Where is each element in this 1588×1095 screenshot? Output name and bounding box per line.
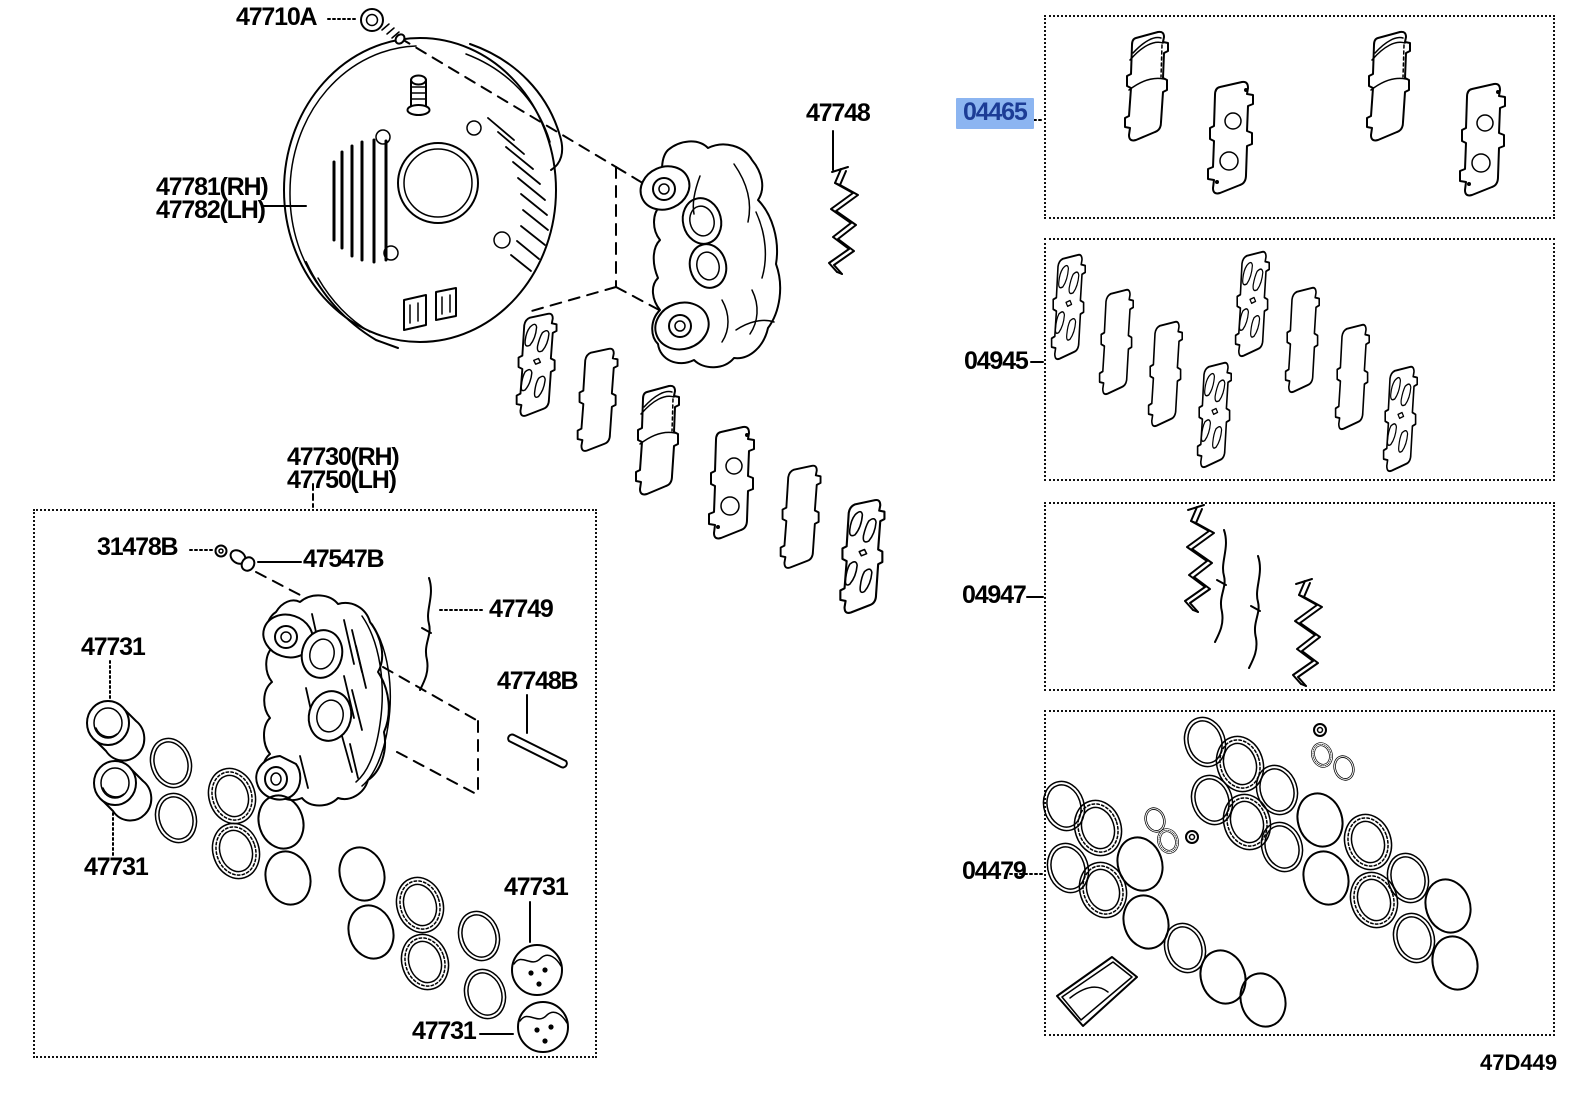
seal-kit-panel xyxy=(1044,710,1555,1036)
dust-shield-drawing xyxy=(283,37,564,349)
fitting-kit-panel xyxy=(1044,502,1555,691)
pad-kit-label[interactable]: 04465 xyxy=(956,98,1034,129)
part-label-pad-pin[interactable]: 47748B xyxy=(497,667,579,695)
shim-kit-label[interactable]: 04945 xyxy=(964,347,1029,375)
shield-stud xyxy=(406,74,431,116)
shim-kit-panel xyxy=(1044,238,1555,481)
part-label-caliper[interactable]: 47730(RH) 47750(LH) xyxy=(287,443,400,494)
pad-support-clip-drawing xyxy=(828,166,859,275)
part-label-caliper-rh: 47730(RH) xyxy=(287,443,400,471)
part-label-dust-shield[interactable]: 47781(RH) 47782(LH) xyxy=(156,173,269,224)
part-label-piston[interactable]: 47731 xyxy=(81,633,146,661)
mounting-bolt-drawing xyxy=(360,8,406,45)
anti-squeal-shim xyxy=(517,314,557,416)
anti-squeal-shim xyxy=(576,347,619,452)
shield-vent-slots xyxy=(487,117,549,272)
anti-squeal-shim xyxy=(840,500,884,613)
part-label-support-clip[interactable]: 47748 xyxy=(806,99,871,127)
part-label-bolt[interactable]: 47710A xyxy=(236,3,318,31)
part-label-wire-clip[interactable]: 47749 xyxy=(489,595,554,623)
caliper-assembly-box xyxy=(33,509,597,1058)
diagram-code: 47D449 xyxy=(1480,1050,1558,1075)
brake-pad xyxy=(635,384,680,496)
part-label-bleeder-plug[interactable]: 31478B xyxy=(97,533,179,561)
part-label-dust-shield-lh: 47782(LH) xyxy=(156,196,266,224)
fitting-kit-label[interactable]: 04947 xyxy=(962,581,1027,609)
part-label-dust-shield-rh: 47781(RH) xyxy=(156,173,269,201)
seal-kit-label[interactable]: 04479 xyxy=(962,857,1027,885)
part-label-caliper-lh: 47750(LH) xyxy=(287,466,397,494)
part-label-piston[interactable]: 47731 xyxy=(84,853,149,881)
shield-mount-ribs xyxy=(332,138,388,264)
pad-kit-panel xyxy=(1044,15,1555,219)
part-label-bleeder-cap[interactable]: 47547B xyxy=(303,545,385,573)
brake-caliper-drawing xyxy=(639,140,782,369)
part-label-piston[interactable]: 47731 xyxy=(412,1017,477,1045)
brake-pad xyxy=(708,425,755,540)
part-label-piston[interactable]: 47731 xyxy=(504,873,569,901)
anti-squeal-shim xyxy=(779,464,822,569)
